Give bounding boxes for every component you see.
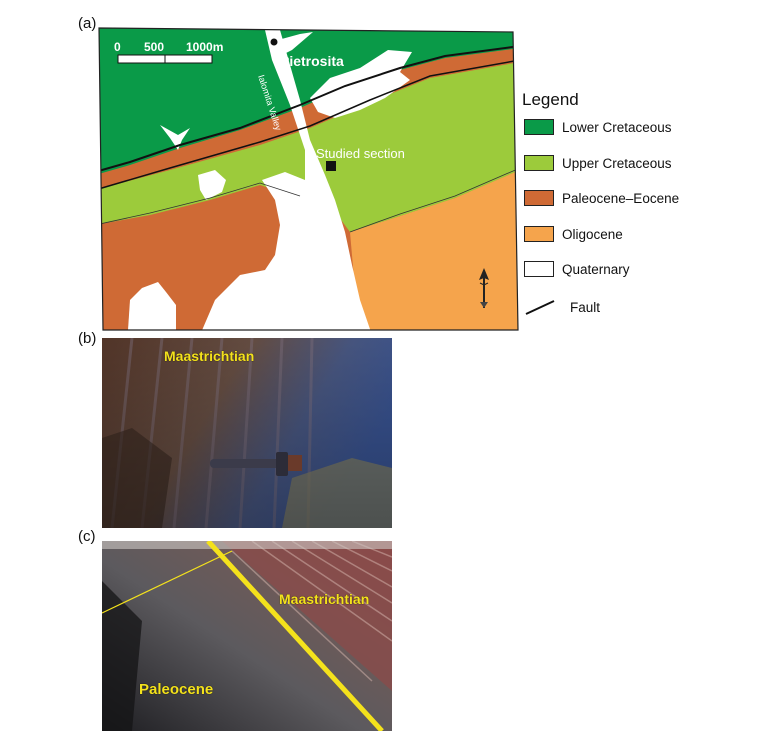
- panel-a-label: (a): [78, 15, 97, 32]
- legend-swatch: [524, 261, 554, 277]
- paleocene-label: Paleocene: [139, 681, 214, 698]
- geological-map: 0 500 1000m Pietrosita Ialomita Valley S…: [98, 27, 519, 331]
- fault-line: [99, 59, 518, 191]
- quaternary-patch: [198, 170, 226, 200]
- fault-symbol-icon: [525, 300, 555, 315]
- studied-section-marker: [326, 161, 336, 171]
- quaternary-patch: [160, 125, 190, 150]
- fault-line: [99, 45, 518, 173]
- panel-b-label: (b): [78, 330, 97, 347]
- quaternary-patch: [278, 32, 313, 55]
- legend-item-upper-cretaceous: Upper Cretaceous: [524, 153, 672, 173]
- legend-swatch: [524, 119, 554, 135]
- panel-c-label: (c): [78, 528, 96, 545]
- legend-item-quaternary: Quaternary: [524, 259, 630, 279]
- legend-item-fault: Fault: [524, 297, 600, 317]
- maastrichtian-label-b: Maastrichtian: [164, 348, 255, 364]
- quaternary-valley: [200, 30, 372, 330]
- legend-item-paleocene-eocene: Paleocene–Eocene: [524, 188, 679, 208]
- scale-label-1000m: 1000m: [186, 40, 223, 54]
- hammer-icon: [210, 452, 302, 476]
- legend-swatch: [524, 155, 554, 171]
- scale-label-0: 0: [114, 40, 121, 54]
- outcrop-photo-b: Maastrichtian: [102, 338, 392, 528]
- outcrop-photo-c: Maastrichtian Paleocene: [102, 541, 392, 731]
- legend-swatch: [524, 226, 554, 242]
- thin-boundary-line: [102, 550, 233, 614]
- quaternary-patch: [128, 282, 176, 330]
- quaternary-patch: [310, 50, 412, 118]
- scale-bar: [117, 54, 213, 64]
- legend-item-oligocene: Oligocene: [524, 224, 623, 244]
- scale-label-500: 500: [144, 40, 164, 54]
- oligocene-area: [350, 170, 518, 330]
- pietrosita-marker: [270, 38, 278, 46]
- legend-item-lower-cretaceous: Lower Cretaceous: [524, 117, 672, 137]
- north-arrow-icon: [479, 268, 489, 308]
- town-label: Pietrosita: [280, 53, 344, 69]
- legend-swatch: [524, 190, 554, 206]
- maastrichtian-label-c: Maastrichtian: [279, 591, 370, 607]
- kpg-boundary-line: [206, 541, 384, 731]
- legend-title: Legend: [522, 90, 579, 109]
- studied-section-label: Studied section: [316, 146, 405, 161]
